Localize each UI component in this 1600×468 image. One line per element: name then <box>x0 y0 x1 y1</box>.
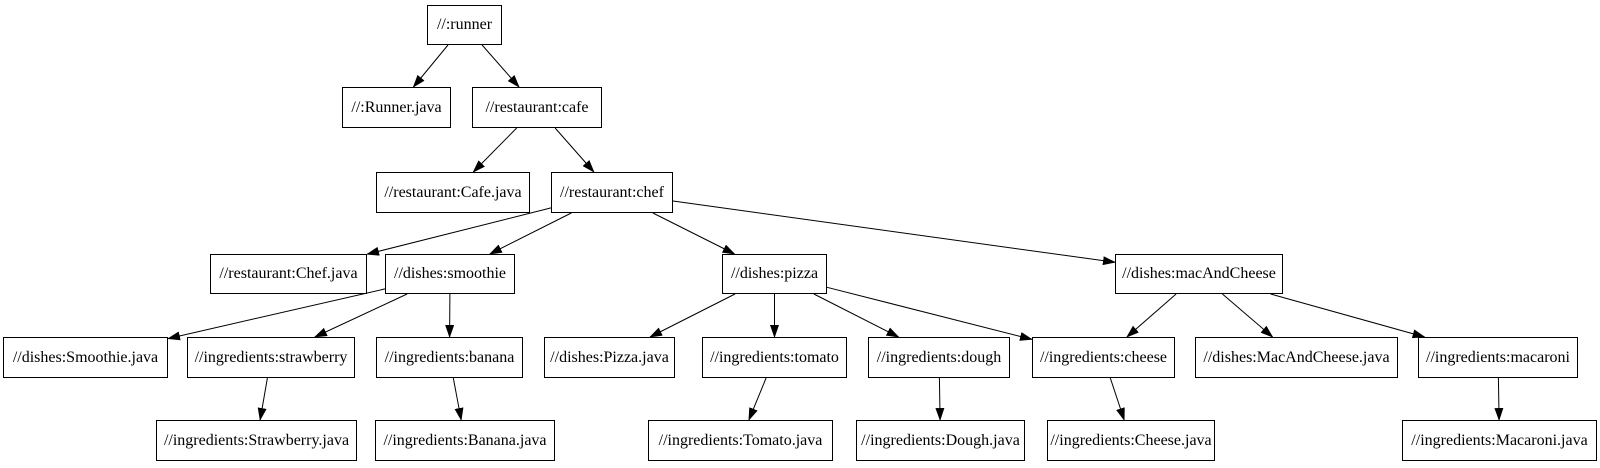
graph-node-banana: //ingredients:banana <box>376 337 523 378</box>
edge-smoothie-to-strawberry <box>313 293 408 338</box>
edge-chef-to-chef_java <box>366 207 552 256</box>
edge-chef-to-smoothie <box>488 212 572 255</box>
graph-node-cafe_java: //restaurant:Cafe.java <box>376 172 530 213</box>
graph-node-chef_java: //restaurant:Chef.java <box>210 254 367 294</box>
edge-dough-to-dough_java <box>935 377 945 421</box>
edge-pizza-to-cheese <box>826 286 1033 341</box>
graph-node-dough: //ingredients:dough <box>868 337 1010 378</box>
graph-node-pizza_java: //dishes:Pizza.java <box>544 337 675 378</box>
graph-node-cafe: //restaurant:cafe <box>472 87 602 128</box>
graph-node-strawberry: //ingredients:strawberry <box>187 337 355 378</box>
edge-macandcheese-to-cheese <box>1126 293 1177 338</box>
edge-cafe-to-cafe_java <box>472 127 518 173</box>
edge-pizza-to-dough <box>813 293 900 338</box>
edge-pizza-to-pizza_java <box>649 293 736 338</box>
graph-node-dough_java: //ingredients:Dough.java <box>856 420 1025 461</box>
edge-macandcheese-to-macaroni <box>1270 293 1426 339</box>
graph-node-pizza: //dishes:pizza <box>722 254 827 294</box>
graph-node-macandcheese_java: //dishes:MacAndCheese.java <box>1195 337 1398 378</box>
graph-node-smoothie_java: //dishes:Smoothie.java <box>3 337 168 378</box>
graph-node-tomato_java: //ingredients:Tomato.java <box>648 420 833 461</box>
edge-runner-to-cafe <box>481 44 520 88</box>
graph-node-cheese_java: //ingredients:Cheese.java <box>1047 420 1215 461</box>
edge-strawberry-to-strawberry_java <box>257 377 268 421</box>
graph-node-tomato: //ingredients:tomato <box>702 337 847 378</box>
edge-macandcheese-to-macandcheese_java <box>1222 293 1274 338</box>
graph-node-macaroni: //ingredients:macaroni <box>1418 337 1578 378</box>
edge-smoothie-to-smoothie_java <box>167 288 386 341</box>
graph-node-macaroni_java: //ingredients:Macaroni.java <box>1402 420 1597 461</box>
graph-node-cheese: //ingredients:cheese <box>1032 337 1175 378</box>
edge-runner-to-runner_java <box>412 44 449 88</box>
edge-banana-to-banana_java <box>452 377 464 421</box>
edge-group <box>167 44 1504 421</box>
edge-tomato-to-tomato_java <box>748 377 767 421</box>
edge-chef-to-pizza <box>652 212 736 255</box>
edge-chef-to-macandcheese <box>672 200 1116 266</box>
graph-node-runner: //:runner <box>427 5 502 45</box>
edge-cafe-to-chef <box>554 127 595 173</box>
graph-node-runner_java: //:Runner.java <box>342 87 451 128</box>
edge-cheese-to-cheese_java <box>1109 377 1125 421</box>
graph-node-banana_java: //ingredients:Banana.java <box>375 420 555 461</box>
graph-node-strawberry_java: //ingredients:Strawberry.java <box>156 420 357 461</box>
graph-node-chef: //restaurant:chef <box>551 172 673 213</box>
graph-node-smoothie: //dishes:smoothie <box>385 254 515 294</box>
edge-macaroni-to-macaroni_java <box>1494 377 1504 421</box>
graph-node-macandcheese: //dishes:macAndCheese <box>1115 254 1283 294</box>
